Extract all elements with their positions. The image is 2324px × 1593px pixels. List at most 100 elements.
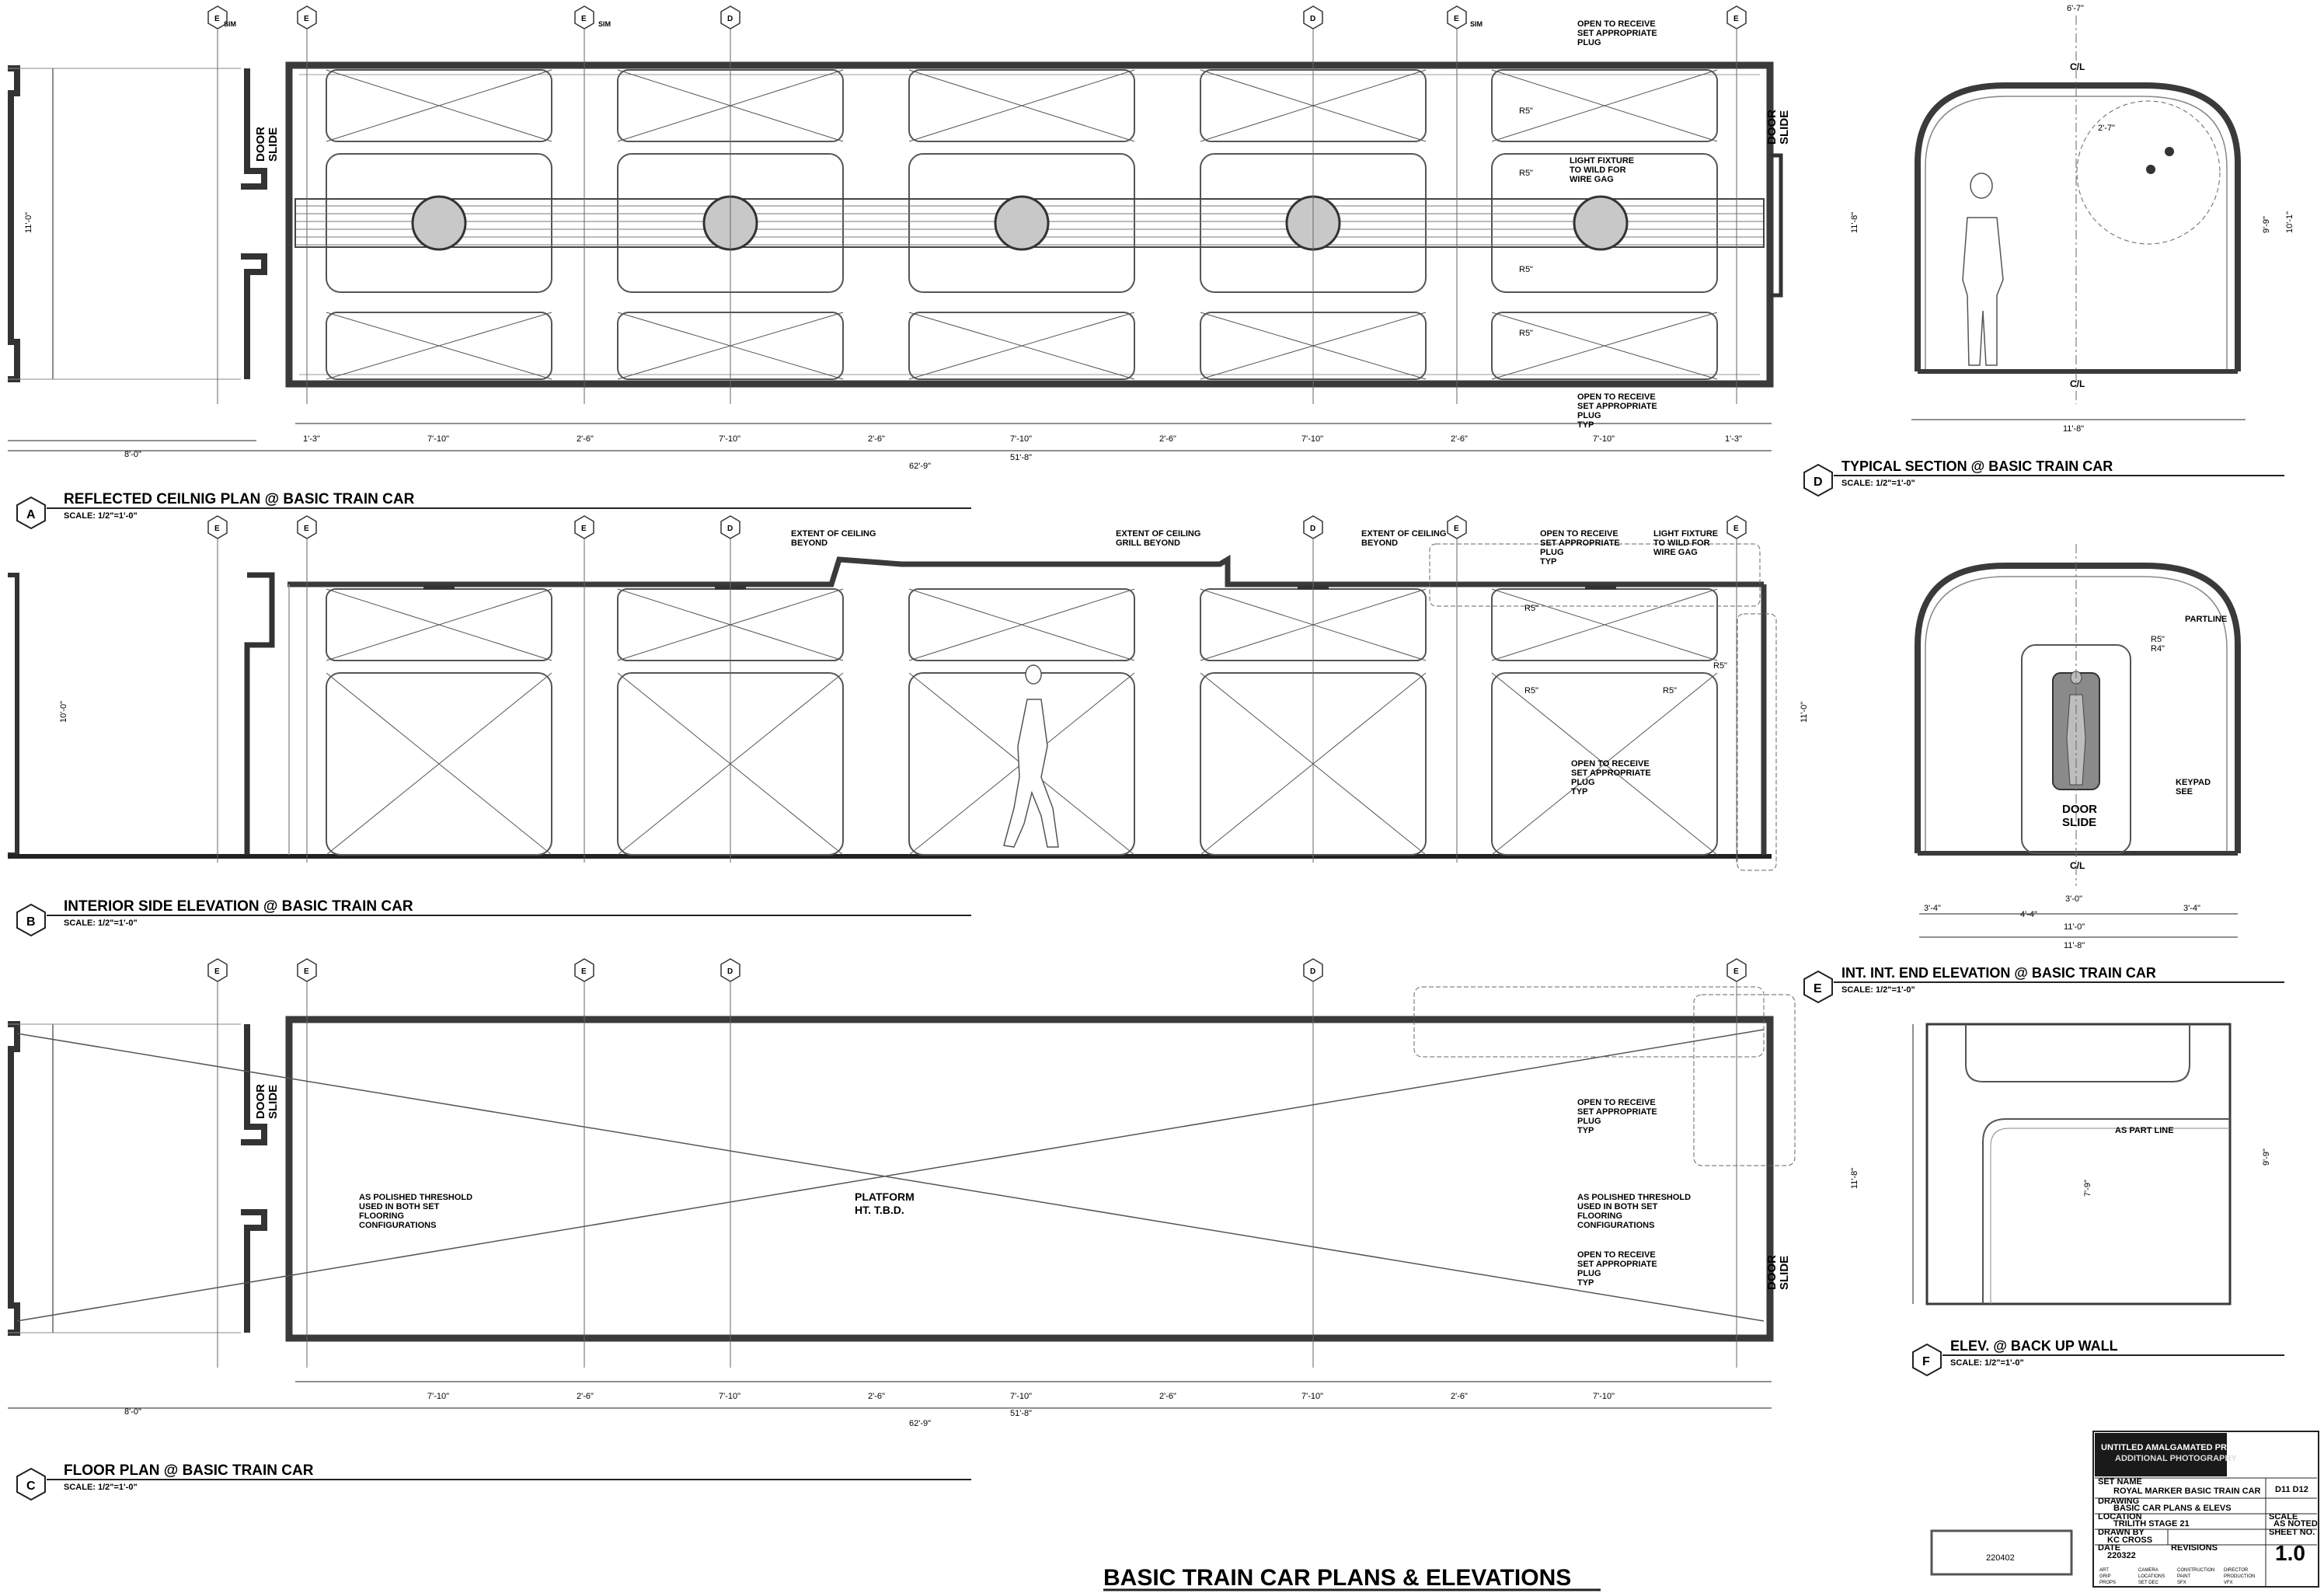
dim-b-width: 11'-0" (1800, 702, 1809, 723)
dim-f-b: 7'-9" (2083, 1180, 2092, 1197)
dim-a-end-left: 1'-3" (303, 434, 320, 444)
svg-text:TYP: TYP (1577, 1278, 1594, 1288)
car-shell-ceiling (285, 61, 1774, 388)
dim-a-end-right: 1'-3" (1725, 434, 1742, 444)
note-e-keypad-1: KEYPAD (2176, 778, 2211, 787)
svg-text:FLOORING: FLOORING (359, 1211, 404, 1221)
grid-b-4: D (727, 525, 733, 533)
dim-c-bay-1: 7'-10" (427, 1392, 449, 1401)
door-slide-a-2: SLIDE (267, 127, 280, 162)
grid-bubbles-c (207, 958, 1747, 982)
svg-text:PROPS: PROPS (2099, 1581, 2116, 1585)
svg-text:PLUG: PLUG (1577, 411, 1601, 420)
view-f-back-up-wall (1912, 1023, 2232, 1305)
dim-a-height: 11'-0" (24, 212, 33, 233)
dim-e-width-a: 11'-8" (2064, 941, 2085, 950)
cl-d-top: C/L (2070, 61, 2085, 72)
date-stamp-text: 220402 (1986, 1553, 2015, 1563)
dim-a-gap-3: 2'-6" (1159, 434, 1176, 444)
grid-lines-b (217, 539, 1737, 863)
svg-text:R5": R5" (1663, 686, 1677, 695)
svg-text:WIRE GAG: WIRE GAG (1653, 548, 1698, 557)
tb-label-drawing: DRAWING (2098, 1497, 2139, 1506)
svg-text:AS POLISHED THRESHOLD: AS POLISHED THRESHOLD (1577, 1193, 1691, 1202)
grid-bubbles-b (207, 515, 1747, 539)
svg-text:GRILL BEYOND: GRILL BEYOND (1116, 539, 1180, 548)
grid-a-sim-2: SIM (598, 20, 611, 28)
door-slide-c-2: SLIDE (267, 1085, 280, 1119)
dim-c-car-length: 51'-8" (1010, 1409, 1032, 1418)
door-slide-a-r2: SLIDE (1778, 110, 1791, 145)
dim-d-b: 9'-9" (2262, 216, 2271, 233)
view-c-title: FLOOR PLAN @ BASIC TRAIN CAR (64, 1462, 314, 1479)
svg-text:OPEN TO RECEIVE: OPEN TO RECEIVE (1577, 1250, 1656, 1260)
view-f-tag: F (1922, 1355, 1930, 1368)
view-c-scale: SCALE: 1/2"=1'-0" (64, 1483, 138, 1492)
svg-text:PLUG: PLUG (1577, 1269, 1601, 1278)
dim-c-width: 11'-8" (1850, 1168, 1859, 1189)
note-e-partline: PARTLINE (2185, 615, 2227, 624)
svg-text:R5": R5" (1519, 106, 1533, 116)
svg-text:R5": R5" (1519, 265, 1533, 274)
grid-b-5: D (1310, 525, 1315, 533)
grid-a-sim-1: SIM (224, 20, 236, 28)
view-title-a (16, 496, 971, 530)
svg-text:PRODUCTION: PRODUCTION (2224, 1574, 2255, 1579)
tb-date: 220322 (2107, 1551, 2136, 1560)
grid-a-6: E (1454, 15, 1459, 23)
svg-text:TO WILD FOR: TO WILD FOR (1570, 166, 1626, 175)
view-b-interior-elevation (8, 543, 1777, 871)
view-c-floor-plan (8, 986, 1796, 1409)
dim-d-c: 10'-1" (2285, 211, 2294, 233)
tb-distribution: ART CAMERA CONSTRUCTION DIRECTOR GRIP LO… (2099, 1568, 2255, 1585)
dim-e-width-b: 11'-0" (2064, 922, 2085, 932)
svg-text:OPEN TO RECEIVE: OPEN TO RECEIVE (1577, 392, 1656, 402)
grid-c-5: D (1310, 967, 1315, 976)
svg-text:HT. T.B.D.: HT. T.B.D. (855, 1204, 904, 1216)
door-slide-a-1: DOOR (254, 127, 267, 162)
tb-sheet-range: D11 D12 (2275, 1485, 2308, 1494)
grid-a-1: E (214, 15, 220, 23)
door-slide-a-r1: DOOR (1765, 110, 1779, 145)
note-f-part-line: AS PART LINE (2115, 1126, 2174, 1135)
dim-e-side-r: 3'-4" (2183, 904, 2200, 913)
svg-text:LOCATIONS: LOCATIONS (2138, 1574, 2165, 1579)
dim-b-height: 10'-0" (59, 701, 68, 723)
svg-text:OPEN TO RECEIVE: OPEN TO RECEIVE (1577, 1098, 1656, 1107)
svg-text:SFX: SFX (2177, 1581, 2186, 1585)
tb-subtitle: ADDITIONAL PHOTOGRAPHY (2115, 1454, 2237, 1463)
svg-text:WIRE GAG: WIRE GAG (1570, 175, 1614, 184)
dim-a-bay-4: 7'-10" (1301, 434, 1323, 444)
svg-text:BEYOND: BEYOND (1361, 539, 1398, 548)
grid-b-1: E (214, 525, 220, 533)
dim-c-bay-5: 7'-10" (1593, 1392, 1615, 1401)
dim-c-gap-2: 2'-6" (868, 1392, 885, 1401)
svg-text:TO WILD FOR: TO WILD FOR (1653, 539, 1710, 548)
dim-a-bay-1: 7'-10" (427, 434, 449, 444)
door-slide-c-r1: DOOR (1765, 1255, 1779, 1290)
svg-text:CONFIGURATIONS: CONFIGURATIONS (359, 1221, 436, 1230)
grid-a-2: E (304, 15, 309, 23)
dim-e-side-l: 3'-4" (1924, 904, 1941, 913)
svg-text:PLUG: PLUG (1577, 38, 1601, 47)
upper-side-panels (326, 588, 1718, 661)
svg-text:AS POLISHED THRESHOLD: AS POLISHED THRESHOLD (359, 1193, 472, 1202)
dim-a-gap-2: 2'-6" (868, 434, 885, 444)
note-e-keypad-2: SEE (2176, 787, 2193, 796)
cl-e: C/L (2070, 860, 2085, 871)
dim-a-gap-4: 2'-6" (1451, 434, 1468, 444)
grid-c-6: E (1733, 967, 1739, 976)
view-a-title: REFLECTED CEILNIG PLAN @ BASIC TRAIN CAR (64, 491, 415, 507)
dim-c-overall: 62'-9" (909, 1419, 931, 1428)
tb-label-date: DATE (2098, 1543, 2120, 1553)
note-e-r5: R5" (2151, 635, 2165, 644)
view-c-tag: C (26, 1480, 36, 1493)
door-slide-e-2: SLIDE (2062, 816, 2096, 829)
svg-text:USED IN BOTH SET: USED IN BOTH SET (359, 1202, 440, 1211)
view-b-title: INTERIOR SIDE ELEVATION @ BASIC TRAIN CA… (64, 898, 413, 915)
dim-c-gap-1: 2'-6" (577, 1392, 594, 1401)
view-b-scale: SCALE: 1/2"=1'-0" (64, 919, 138, 928)
view-a-reflected-ceiling-plan (8, 61, 1783, 451)
tb-project: UNTITLED AMALGAMATED PROJECT (2101, 1443, 2256, 1452)
view-e-title: INT. INT. END ELEVATION @ BASIC TRAIN CA… (1841, 965, 2156, 981)
